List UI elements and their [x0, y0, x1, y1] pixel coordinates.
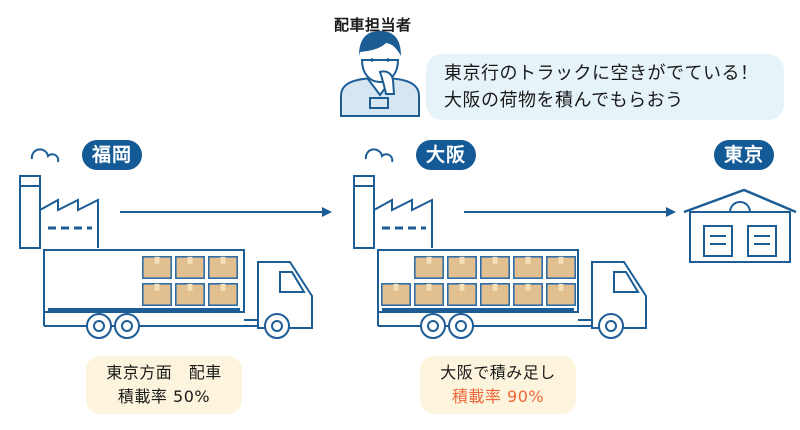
note-first-line-1: 東京方面 配車 — [106, 363, 222, 382]
truck-icon — [377, 249, 647, 339]
person-thinking-icon — [340, 31, 420, 117]
factory-icon — [353, 148, 433, 249]
cargo-box — [175, 283, 205, 306]
city-badge-destination: 東京 — [714, 140, 775, 170]
note-first-line-2: 積載率 50% — [117, 387, 211, 406]
city-badge-origin: 福岡 — [82, 140, 143, 170]
note-second-line-1: 大阪で積み足し — [440, 363, 556, 382]
cargo-box — [546, 283, 576, 306]
arrow-right-icon — [120, 207, 332, 217]
speech-line-2: 大阪の荷物を積んでもらおう — [444, 90, 684, 111]
cargo-box — [447, 256, 477, 279]
warehouse-icon — [683, 188, 797, 263]
cargo-box — [414, 256, 444, 279]
cargo-box — [480, 256, 510, 279]
arrow-right-icon — [464, 207, 676, 217]
speech-bubble: 東京行のトラックに空きがでている！ 大阪の荷物を積んでもらおう — [426, 54, 784, 120]
note-first-truck: 東京方面 配車 積載率 50% — [86, 356, 242, 414]
cargo-box — [208, 256, 238, 279]
cargo-box — [513, 283, 543, 306]
cargo-box — [175, 256, 205, 279]
dispatcher-role-label: 配車担当者 — [334, 16, 412, 34]
cargo-box — [414, 283, 444, 306]
cargo-box — [546, 256, 576, 279]
cargo-box — [208, 283, 238, 306]
cargo-box — [447, 283, 477, 306]
note-second-line-2: 積載率 90% — [451, 387, 545, 406]
cargo-box — [513, 256, 543, 279]
factory-icon — [19, 148, 99, 249]
cargo-box — [381, 283, 411, 306]
speech-line-1: 東京行のトラックに空きがでている！ — [444, 63, 759, 84]
cargo-box — [480, 283, 510, 306]
note-second-truck: 大阪で積み足し 積載率 90% — [420, 356, 576, 414]
cargo-box — [142, 256, 172, 279]
city-badge-middle: 大阪 — [416, 140, 477, 170]
cargo-box — [142, 283, 172, 306]
